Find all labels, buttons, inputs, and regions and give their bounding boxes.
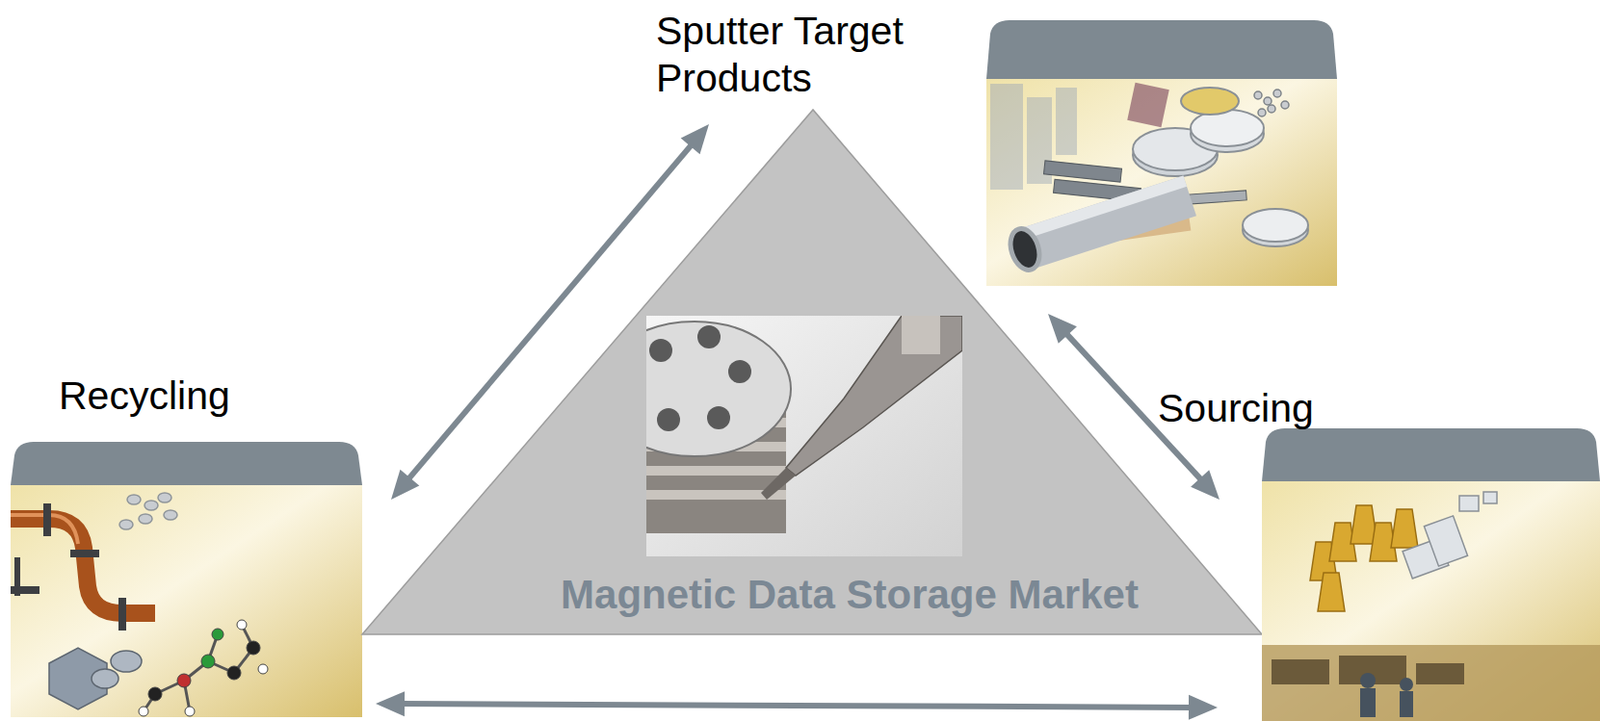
card-illustration (986, 20, 1338, 287)
arrow-head (1048, 314, 1077, 344)
section-heading: Sourcing (1157, 385, 1314, 433)
recycling-card: Recycling (10, 442, 363, 718)
sourcing-card: Sourcing (1261, 428, 1600, 721)
double-arrow (375, 691, 1218, 721)
triangle-illustration (362, 109, 1262, 635)
arrow-head (1190, 470, 1220, 500)
card-illustration (10, 442, 363, 718)
sputter-target-card: Sputter Target Products (986, 20, 1338, 287)
market-title: Magnetic Data Storage Market (362, 572, 1262, 619)
arrow-head (375, 691, 405, 717)
market-triangle: Magnetic Data Storage Market (362, 109, 1262, 635)
arrow-head (391, 470, 420, 500)
card-illustration (1261, 428, 1600, 721)
section-heading: Recycling (58, 372, 231, 420)
arrow-head (681, 124, 709, 155)
arrow-shaft (400, 704, 1193, 709)
section-heading: Sputter Target Products (655, 7, 945, 103)
arrow-head (1188, 695, 1218, 721)
